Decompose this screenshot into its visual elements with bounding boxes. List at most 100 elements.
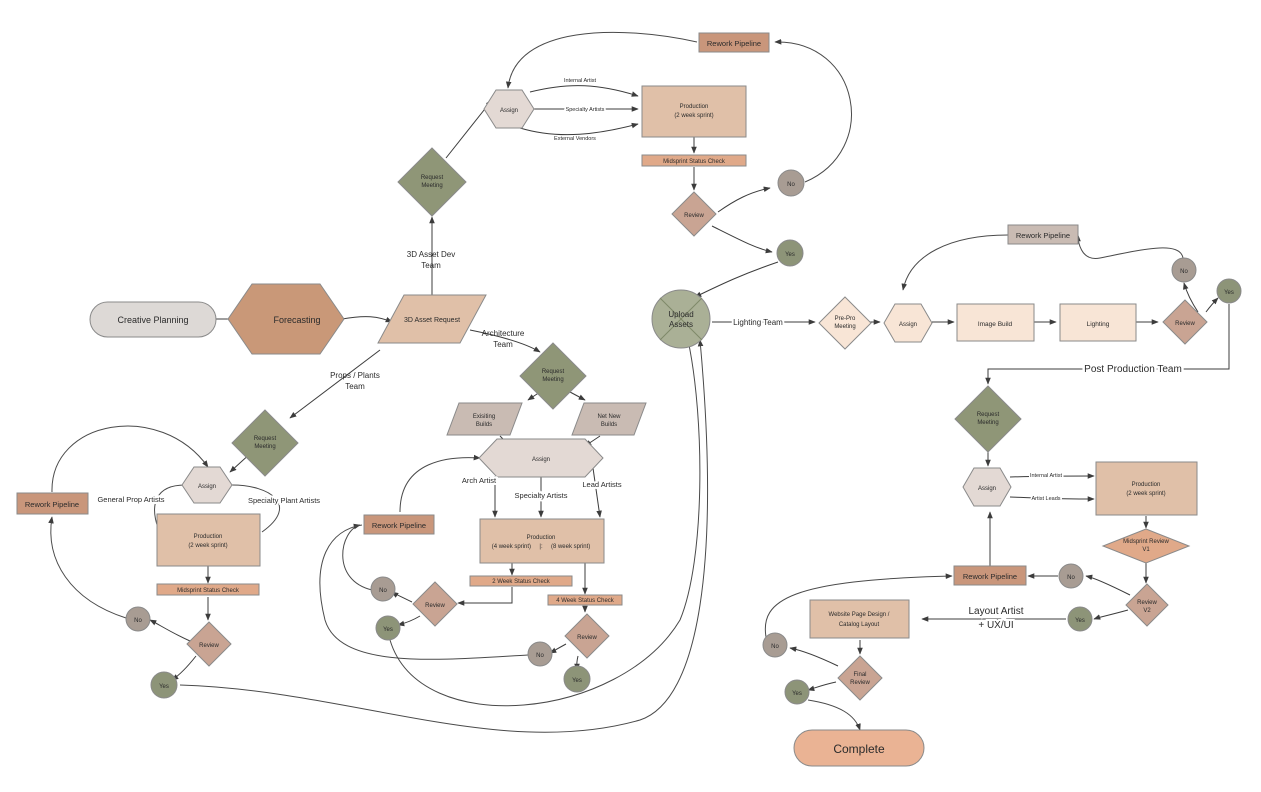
top-yes[interactable]: Yes [776,239,804,267]
post-final-yes[interactable]: Yes [784,679,810,705]
post-layout-artist-label: Layout Artist [968,606,1023,617]
arch-no-right[interactable]: No [527,641,553,667]
edge-no-rework-props [48,516,127,619]
edge-yes-post [985,304,1230,385]
label-line-2: Builds [601,422,617,428]
edge-no-rework-top [774,39,852,183]
top-no[interactable]: No [777,169,805,197]
complete-node[interactable]: Complete [793,729,925,767]
post-production[interactable]: Production (2 week sprint) [1095,461,1198,516]
arch-status-4[interactable]: 4 Week Status Check [547,594,623,606]
edge-review-no-arch [391,591,413,603]
arch-production[interactable]: Production (4 week sprint) |: (8 week sp… [479,518,605,564]
arch-yes-left[interactable]: Yes [375,615,401,641]
arch-no-left[interactable]: No [370,576,396,602]
edge-final-yes-complete [807,699,861,731]
post-assign[interactable]: Assign [962,467,1012,507]
dev-team-label: 3D Asset Dev [407,250,455,259]
props-no[interactable]: No [125,606,151,632]
lighting-yes[interactable]: Yes [1216,278,1242,304]
props-team-label: Props / Plants [330,371,380,380]
post-no[interactable]: No [1058,563,1084,589]
top-review[interactable]: Review [671,191,717,237]
props-general-label: General Prop Artists [97,495,164,504]
arch-review-right[interactable]: Review [564,613,610,659]
edge-review-yes-light [1205,297,1219,313]
edge-final-yes [807,681,837,691]
lighting-no-label: No [1180,269,1188,275]
props-yes-label: Yes [159,684,169,690]
edge-specialty-plant [231,484,280,533]
props-production[interactable]: Production (2 week sprint) [156,513,261,567]
asset-request-node[interactable]: 3D Asset Request [377,294,487,344]
arch-artist-label: Arch Artist [462,476,497,485]
edge-forecasting-request [341,316,393,323]
post-internal-label: Internal Artist [1030,473,1063,479]
lighting-rework[interactable]: Rework Pipeline [1007,224,1079,245]
edge-rework-assign-light [901,234,1009,291]
top-internal-artist-label: Internal Artist [564,78,597,84]
edge-status2-review [457,587,513,606]
arch-assign-label: Assign [532,457,550,463]
props-status-check[interactable]: Midsprint Status Check [156,583,260,596]
post-rework-label: Rework Pipeline [963,572,1017,581]
arch-review-left[interactable]: Review [412,581,458,627]
lighting-assign-label: Assign [899,322,917,328]
edge-yes-upload-arch [389,339,701,707]
arch-status-2[interactable]: 2 Week Status Check [469,575,573,587]
post-rework[interactable]: Rework Pipeline [953,565,1027,586]
props-assign[interactable]: Assign [181,466,233,504]
arch-production-sub: (4 week sprint) |: (8 week sprint) [492,544,591,550]
top-production[interactable]: Production (2 week sprint) [641,85,747,138]
arch-production-label: Production [527,535,556,541]
props-assign-label: Assign [198,484,216,490]
lighting-review[interactable]: Review [1162,299,1208,345]
post-yes[interactable]: Yes [1067,606,1093,632]
edge-request-arch [469,329,541,353]
arch-yes-right[interactable]: Yes [563,665,591,693]
top-assign[interactable]: Assign [483,89,535,129]
post-final-no-label: No [771,644,779,650]
arch-rework[interactable]: Rework Pipeline [363,514,435,535]
lighting-no[interactable]: No [1171,257,1197,283]
top-rework[interactable]: Rework Pipeline [698,32,770,53]
lighting-assign[interactable]: Assign [883,303,933,343]
top-status-check-label: Midsprint Status Check [663,159,726,165]
lighting-lighting[interactable]: Lighting [1059,303,1137,342]
post-website-design[interactable]: Website Page Design / Catalog Layout [809,599,910,639]
post-final-no[interactable]: No [762,632,788,658]
edge-review-yes-post [1093,609,1129,620]
top-status-check[interactable]: Midsprint Status Check [641,154,747,167]
lighting-image-build[interactable]: Image Build [956,303,1035,342]
label-line-2: V2 [1143,608,1151,614]
edge-post-internal [1009,473,1095,479]
creative-planning-node[interactable]: Creative Planning [89,301,217,338]
props-yes[interactable]: Yes [150,671,178,699]
edge-rework-assign-props [51,425,209,493]
edge-lead-artists [592,467,602,518]
props-team-label-2: Team [345,382,365,391]
props-rework[interactable]: Rework Pipeline [16,492,89,515]
edge-review-yes-top [711,225,773,254]
top-production-label: Production [680,104,709,110]
arch-status-4-label: 4 Week Status Check [556,598,615,604]
forecasting-node[interactable]: Forecasting [227,283,345,355]
arch-assign[interactable]: Assign [478,438,604,478]
props-review[interactable]: Review [186,621,232,667]
